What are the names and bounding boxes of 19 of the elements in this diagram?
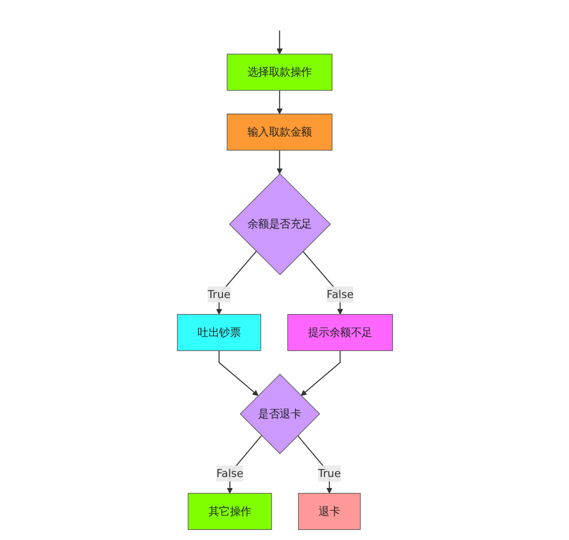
node-box: 选择取款操作 xyxy=(226,54,332,91)
arrow xyxy=(296,435,332,494)
node-diamond: 余额是否充足 xyxy=(228,173,330,276)
node-box: 输入取款金额 xyxy=(226,114,332,151)
arrow xyxy=(276,30,282,54)
edge-label: True xyxy=(317,466,340,480)
node-diamond: 是否退卡 xyxy=(239,374,320,454)
arrow xyxy=(276,90,282,114)
arrow xyxy=(300,350,340,396)
edge-label: True xyxy=(207,288,230,301)
node-box: 其它操作 xyxy=(187,492,272,530)
arrow xyxy=(218,350,258,396)
node-box: 退卡 xyxy=(298,492,360,530)
edge-label: False xyxy=(216,466,243,480)
node-box: 吐出钞票 xyxy=(176,314,261,352)
arrow xyxy=(216,251,256,315)
edge-label: False xyxy=(326,288,354,301)
node-box: 提示余额不足 xyxy=(286,314,392,352)
arrow xyxy=(276,150,282,174)
